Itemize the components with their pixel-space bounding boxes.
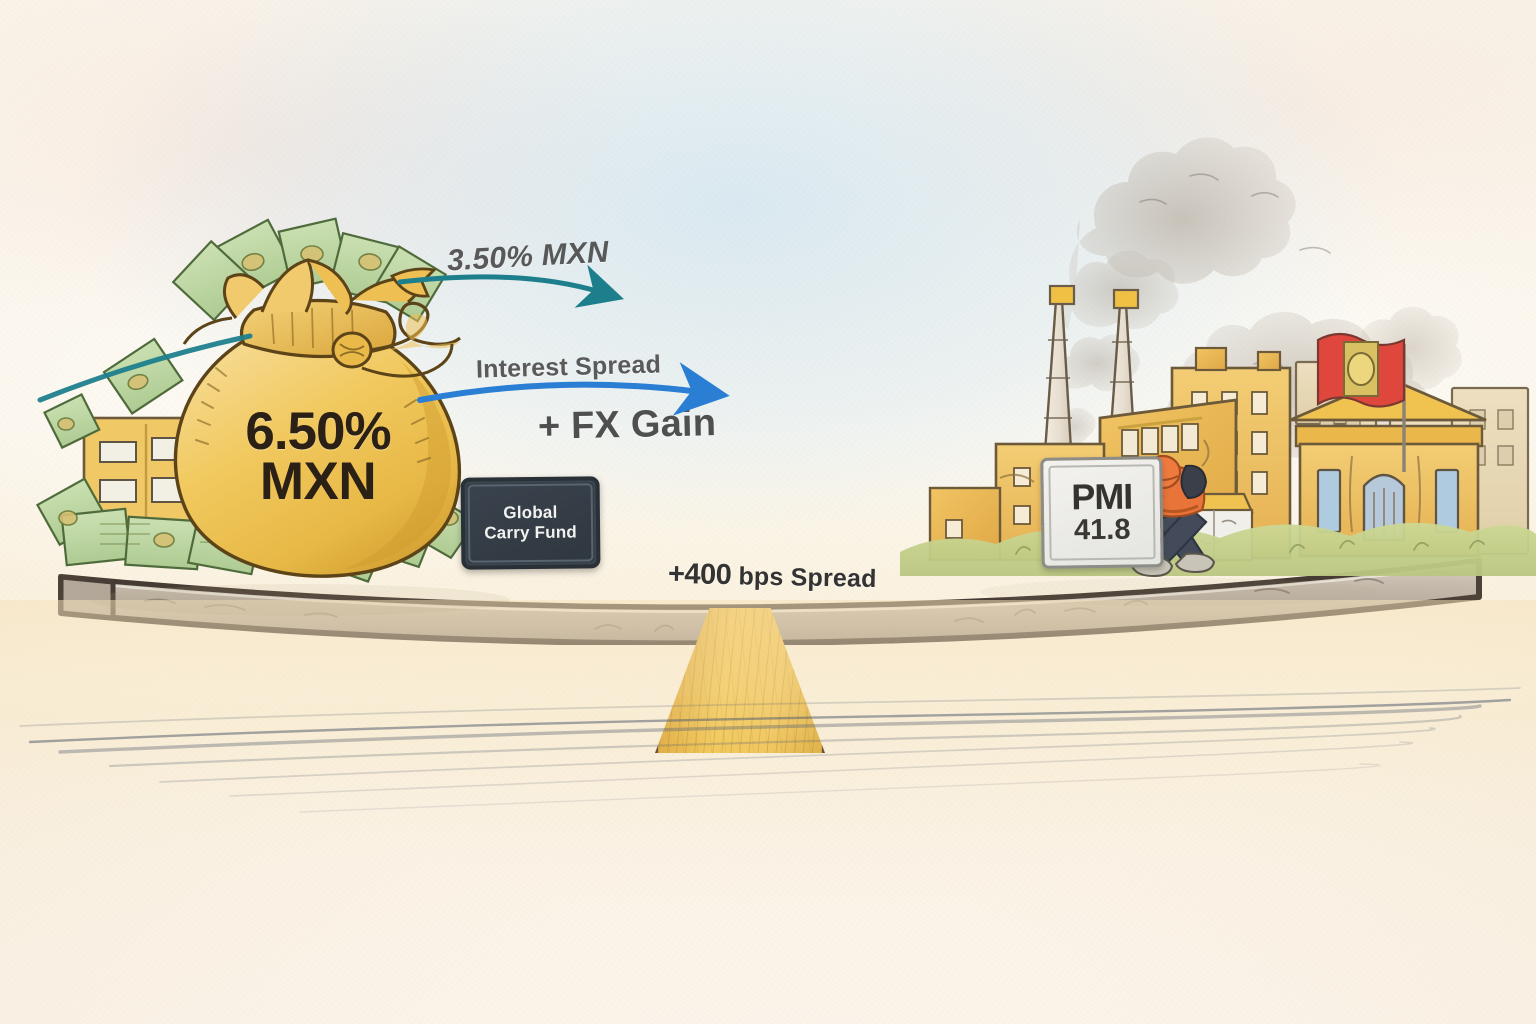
carry-fund-line-2: Carry Fund	[484, 522, 578, 543]
carry-fund-line-1: Global	[503, 502, 558, 523]
pmi-value: 41.8	[1073, 513, 1131, 547]
bag-rate-value: 6.50%	[245, 402, 391, 461]
plank-spread-unit: bps Spread	[731, 562, 877, 593]
ground-shading-band	[0, 600, 1536, 800]
label-plank-spread: +400 bps Spread	[668, 558, 877, 595]
bag-currency-label: MXN	[259, 452, 377, 512]
pmi-sign[interactable]: PMI 41.8	[1040, 456, 1164, 569]
plank-spread-value: +400	[667, 558, 732, 592]
pmi-label: PMI	[1070, 475, 1133, 518]
global-carry-fund-sign[interactable]: Global Carry Fund	[460, 476, 601, 570]
flag	[1316, 332, 1406, 472]
bag-rate-label: 6.50% MXN	[218, 402, 418, 512]
